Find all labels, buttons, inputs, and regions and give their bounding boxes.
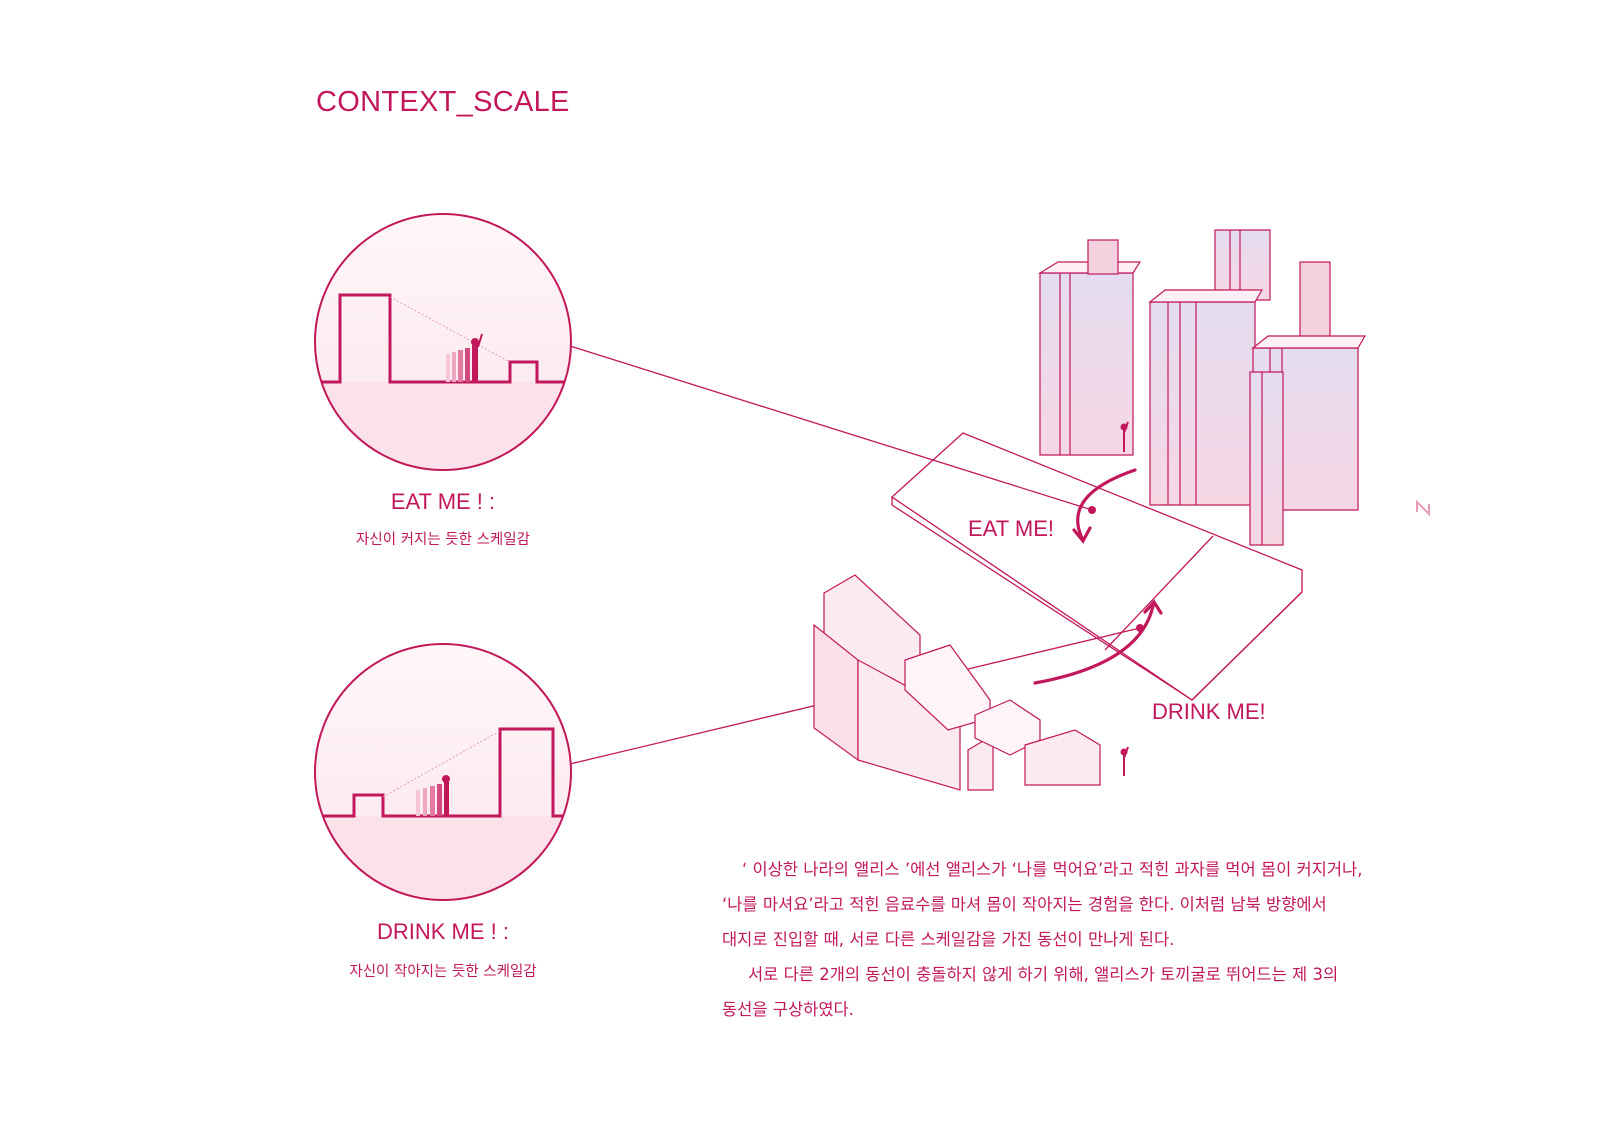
eat-me-label: EAT ME!: [968, 516, 1054, 541]
drink-me-circle-label: DRINK ME ! :: [376, 919, 509, 944]
paragraph-line: 동선을 구상하였다.: [722, 1000, 854, 1019]
person-figures-group: [416, 775, 450, 816]
eat-me-point: [1088, 506, 1096, 514]
tall-towers-group: [1037, 229, 1367, 546]
paragraph-line: 대지로 진입할 때, 서로 다른 스케일감을 가진 동선이 만나게 된다.: [722, 930, 1175, 949]
drink-me-circle-caption: 자신이 작아지는 듯한 스케일감: [349, 964, 537, 980]
description-paragraph: ‘ 이상한 나라의 앨리스 ’에선 앨리스가 ‘나를 먹어요’라고 적힌 과자를…: [722, 852, 1462, 1027]
eat-me-circle-caption: 자신이 커지는 듯한 스케일감: [356, 532, 530, 548]
eat-me-section-circle: [314, 213, 572, 471]
paragraph-line: ‘나를 마셔요’라고 적힌 음료수를 마셔 몸이 작아지는 경험을 한다. 이처…: [722, 895, 1327, 914]
person-figure-icon: [1120, 421, 1129, 452]
north-arrow-icon: [1416, 499, 1430, 517]
eat-me-circle-label: EAT ME ! :: [390, 489, 496, 514]
plaza-ramp: [890, 432, 1303, 701]
page-title: CONTEXT_SCALE: [316, 86, 570, 118]
person-figure-icon: [1120, 746, 1129, 776]
person-figures-group: [446, 333, 483, 382]
drink-me-label: DRINK ME!: [1152, 699, 1266, 724]
flow-arrows: [1033, 468, 1163, 685]
paragraph-line: 서로 다른 2개의 동선이 충돌하지 않게 하기 위해, 앨리스가 토끼굴로 뛰…: [748, 965, 1339, 984]
drink-me-section-circle: [314, 643, 572, 901]
paragraph-line: ‘ 이상한 나라의 앨리스 ’에선 앨리스가 ‘나를 먹어요’라고 적힌 과자를…: [742, 860, 1363, 879]
drink-me-point: [1136, 624, 1144, 632]
low-buildings-group: [813, 574, 1101, 791]
